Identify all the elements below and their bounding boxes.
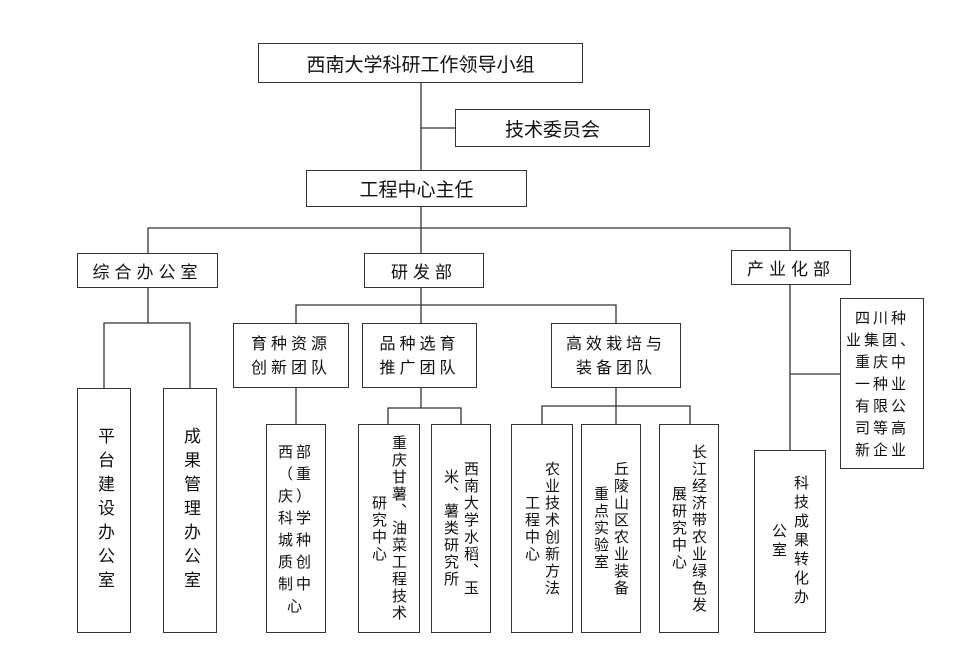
sw-center-line: 制中 [277,574,314,593]
breeding-team-line-1: 育种资源 [250,333,331,353]
sw-center-line: 西部 [277,442,314,461]
enterprise-line: 重庆中 [854,352,909,371]
achievement-office-box: 成果管理办公室 [163,388,217,633]
cultivation-team-line-1: 高效栽培与 [565,333,666,353]
leadership-group-box: 西南大学科研工作领导小组 [258,43,583,83]
yangtze-green-center-box: 长江经济带农业绿色发展研究中心 [659,424,719,633]
enterprise-line: 四川种 [854,308,909,327]
chongqing-center-label: 重庆甘薯、油菜工程技术研究中心 [370,435,408,622]
hilly-lab-label: 丘陵山区农业装备重点实验室 [592,460,630,597]
tech-transfer-label: 科技成果转化办公室 [770,475,810,608]
sw-center-line: 质创 [277,552,314,571]
technical-committee-box: 技术委员会 [455,109,650,147]
enterprises-box: 四川种 业集团、 重庆中 一种业 有限公 司等高 新企业 [840,298,924,469]
hilly-equipment-lab-box: 丘陵山区农业装备重点实验室 [581,424,641,633]
sw-center-line: 庆） [277,486,314,505]
line-general-down [103,288,191,388]
southwest-rice-institute-box: 西南大学水稻、玉米、薯类研究所 [431,424,491,633]
sw-center-line: 城种 [277,530,314,549]
sw-center-line: 心 [286,596,305,615]
southwest-science-city-center-box: 西部 （重 庆） 科学 城种 质创 制中 心 [266,424,326,633]
line-variety-down [387,388,462,424]
agri-tech-innovation-center-box: 农业技术创新方法工程中心 [511,424,573,633]
general-office-box: 综合办公室 [77,253,218,288]
sw-center-line: 科学 [277,508,314,527]
enterprise-line: 有限公 [854,396,909,415]
enterprise-line: 新企业 [854,440,909,459]
line-rnd-down [295,288,617,323]
variety-team-line-1: 品种选育 [379,333,460,353]
enterprise-line: 司等高 [854,418,909,437]
breeding-resource-team-box: 育种资源 创新团队 [233,323,349,388]
enterprise-line: 业集团、 [845,330,918,349]
variety-team-line-2: 推广团队 [379,357,460,377]
industrial-department-box: 产业化部 [731,250,851,285]
tech-transfer-office-box: 科技成果转化办公室 [754,450,826,633]
enterprise-line: 一种业 [854,374,909,393]
rnd-department-box: 研发部 [364,253,484,288]
rice-institute-label: 西南大学水稻、玉米、薯类研究所 [442,460,480,597]
platform-office-label: 平台建设办公室 [94,426,114,595]
cultivation-team-line-2: 装备团队 [575,357,656,377]
platform-office-box: 平台建设办公室 [77,388,131,633]
yangtze-center-label: 长江经济带农业绿色发展研究中心 [670,443,708,614]
line-cultivation-down [541,388,691,424]
breeding-team-line-2: 创新团队 [250,357,331,377]
chongqing-sweetpotato-center-box: 重庆甘薯、油菜工程技术研究中心 [358,424,420,633]
line-industrial-down [789,285,840,450]
variety-promotion-team-box: 品种选育 推广团队 [362,323,477,388]
achievement-office-label: 成果管理办公室 [180,426,200,595]
center-director-box: 工程中心主任 [306,170,527,207]
cultivation-equipment-team-box: 高效栽培与 装备团队 [551,323,681,388]
agri-tech-label: 农业技术创新方法工程中心 [523,460,561,597]
sw-center-line: （重 [277,464,314,483]
